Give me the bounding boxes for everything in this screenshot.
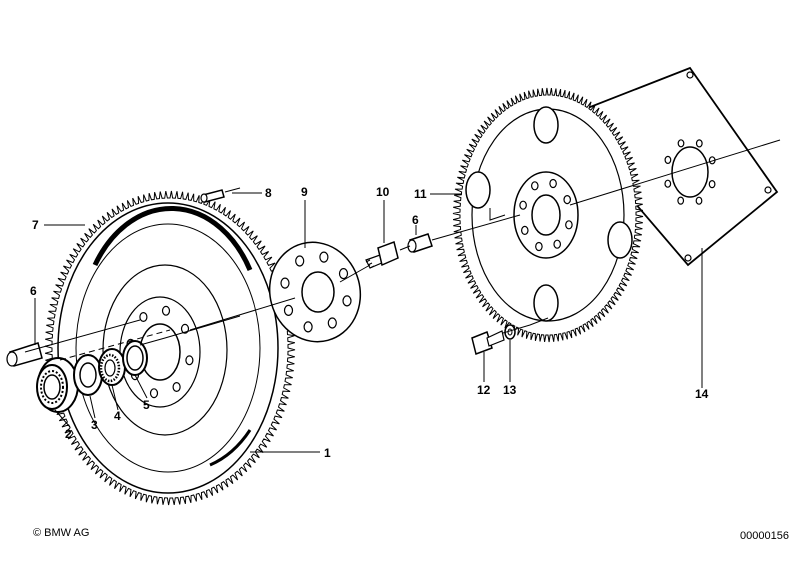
bolt-hole xyxy=(708,180,716,189)
bolt-hole xyxy=(338,268,349,280)
bolt-hole xyxy=(280,277,290,289)
bolt-hole xyxy=(549,178,557,189)
spacer-plate xyxy=(268,241,362,343)
callout-13: 13 xyxy=(503,383,517,397)
dowel-sleeve-left xyxy=(6,342,43,367)
callout-7: 7 xyxy=(32,218,39,232)
bolt-hole xyxy=(677,196,685,205)
flywheel xyxy=(44,190,296,506)
bolt-hole xyxy=(180,323,190,334)
callout-1: 1 xyxy=(324,446,331,460)
bolt-hole xyxy=(535,241,543,252)
bolt-hole xyxy=(185,355,194,366)
bolt-hole xyxy=(139,312,148,323)
bolt-hole xyxy=(563,195,572,205)
bolt-10 xyxy=(365,241,399,269)
callout-3: 3 xyxy=(91,418,98,432)
callout-5: 5 xyxy=(143,398,150,412)
circlip-5 xyxy=(122,340,148,376)
callout-4: 4 xyxy=(114,409,121,423)
bolt-hole xyxy=(664,155,672,164)
callout-12: 12 xyxy=(477,383,491,397)
callout-2: 2 xyxy=(65,427,72,441)
bolt-hole xyxy=(695,139,703,148)
callout-8: 8 xyxy=(265,186,272,200)
bearing-2 xyxy=(36,357,79,413)
callout-9: 9 xyxy=(301,185,308,199)
bolt-hole xyxy=(149,388,159,399)
bolt-12 xyxy=(471,330,505,355)
bolt-hole xyxy=(664,179,672,188)
bolt-hole xyxy=(677,139,685,148)
bolt-hole xyxy=(342,295,352,307)
bolt-hole xyxy=(303,321,313,333)
bolt-hole xyxy=(327,317,337,329)
bolt-hole xyxy=(283,304,294,316)
pin-8 xyxy=(200,189,225,203)
adapter-plate xyxy=(560,66,779,267)
bolt-hole xyxy=(161,305,171,316)
bolt-hole xyxy=(695,196,703,205)
diagram-id: 00000156 xyxy=(740,530,789,542)
drive-plate xyxy=(452,87,644,343)
callout-6-left: 6 xyxy=(30,284,37,298)
bolt-hole xyxy=(295,255,305,267)
callout-6-right: 6 xyxy=(412,213,419,227)
assembly-lines xyxy=(24,139,781,361)
bolt-hole xyxy=(172,382,181,393)
dowel-sleeve-right xyxy=(407,233,433,253)
callout-11: 11 xyxy=(414,187,427,201)
callout-14: 14 xyxy=(695,387,709,401)
bolt-hole xyxy=(319,251,329,263)
bolt-hole xyxy=(553,239,562,249)
bolt-hole xyxy=(520,225,529,235)
spacer-4 xyxy=(98,348,126,386)
leader-lines xyxy=(34,192,703,453)
callout-10: 10 xyxy=(376,185,390,199)
bolt-hole xyxy=(519,200,527,210)
bolt-hole xyxy=(565,220,573,230)
bolt-hole xyxy=(530,181,539,191)
copyright-notice: © BMW AG xyxy=(33,527,90,539)
seal-3 xyxy=(73,354,103,396)
